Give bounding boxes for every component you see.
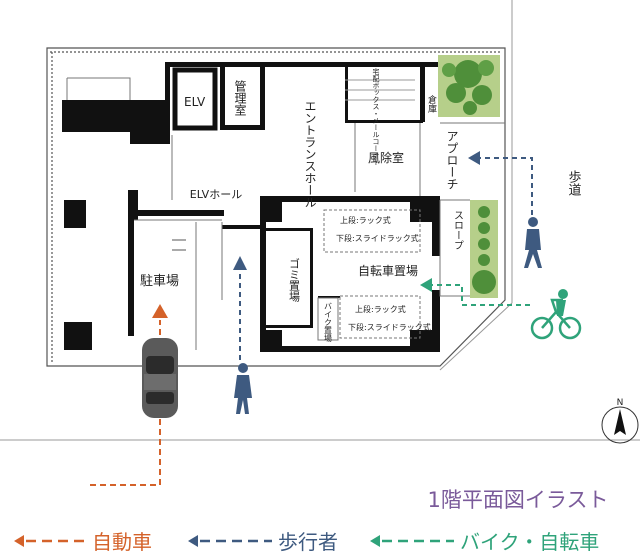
site-boundary: [46, 47, 506, 367]
legend-pedestrian: 歩行者: [188, 530, 338, 552]
car-arrowhead: [152, 304, 168, 318]
walls: [62, 62, 440, 352]
cyclist-icon: [530, 298, 582, 340]
pedestrian-arrowhead-2: [468, 151, 480, 165]
planting-east: [470, 200, 498, 298]
interior-lines: [66, 77, 505, 350]
bicycle-arrowhead: [420, 278, 432, 292]
room-souko: 倉庫: [426, 94, 437, 114]
pedestrian-route: [239, 157, 533, 360]
rack2-lower: 下段:スライドラック式: [348, 322, 431, 332]
room-elv: ELV: [184, 95, 206, 109]
room-parking: 駐車場: [140, 274, 179, 289]
street-lines: [0, 0, 640, 441]
room-kanri: 管理室: [233, 79, 247, 116]
room-fujoshitsu: 風除室: [368, 150, 404, 165]
room-bike: バイク置場: [324, 302, 333, 343]
bicycle-route: [430, 284, 530, 306]
legend-bicycle-label: バイク・自転車: [460, 530, 599, 552]
legend-car: 自動車: [14, 530, 152, 552]
north-compass: N: [601, 398, 639, 444]
legend-pedestrian-label: 歩行者: [278, 530, 338, 552]
cyclist-body: [556, 289, 568, 316]
room-elv-hall: ELVホール: [190, 188, 242, 201]
legend-bicycle: バイク・自転車: [370, 530, 599, 552]
pedestrian-arrowhead-1: [233, 256, 247, 270]
room-approach: アプローチ: [445, 130, 459, 190]
diagram-title: 1階平面図イラスト: [428, 488, 609, 512]
room-slope: スロープ: [452, 210, 463, 250]
rack1-upper: 上段:ラック式: [340, 215, 391, 225]
rack2-upper: 上段:ラック式: [355, 304, 406, 314]
legend: 自動車 歩行者 バイク・自転車: [14, 530, 599, 552]
car-icon: [142, 338, 178, 418]
pedestrian-icon-2: [524, 217, 542, 268]
room-entrance: エントランスホール: [303, 100, 317, 208]
compass-north-label: N: [617, 398, 624, 408]
room-mailbox: 宅配ボックス・メールコーナー: [372, 67, 380, 166]
room-bicycle: 自転車置場: [358, 264, 418, 278]
label-sidewalk: 歩道: [566, 170, 582, 196]
rack1-lower: 下段:スライドラック式: [336, 233, 419, 243]
legend-car-label: 自動車: [92, 530, 152, 552]
pedestrian-icon: [234, 363, 252, 414]
planting-north: [438, 55, 500, 117]
room-garbage: ゴミ置場: [288, 257, 301, 303]
